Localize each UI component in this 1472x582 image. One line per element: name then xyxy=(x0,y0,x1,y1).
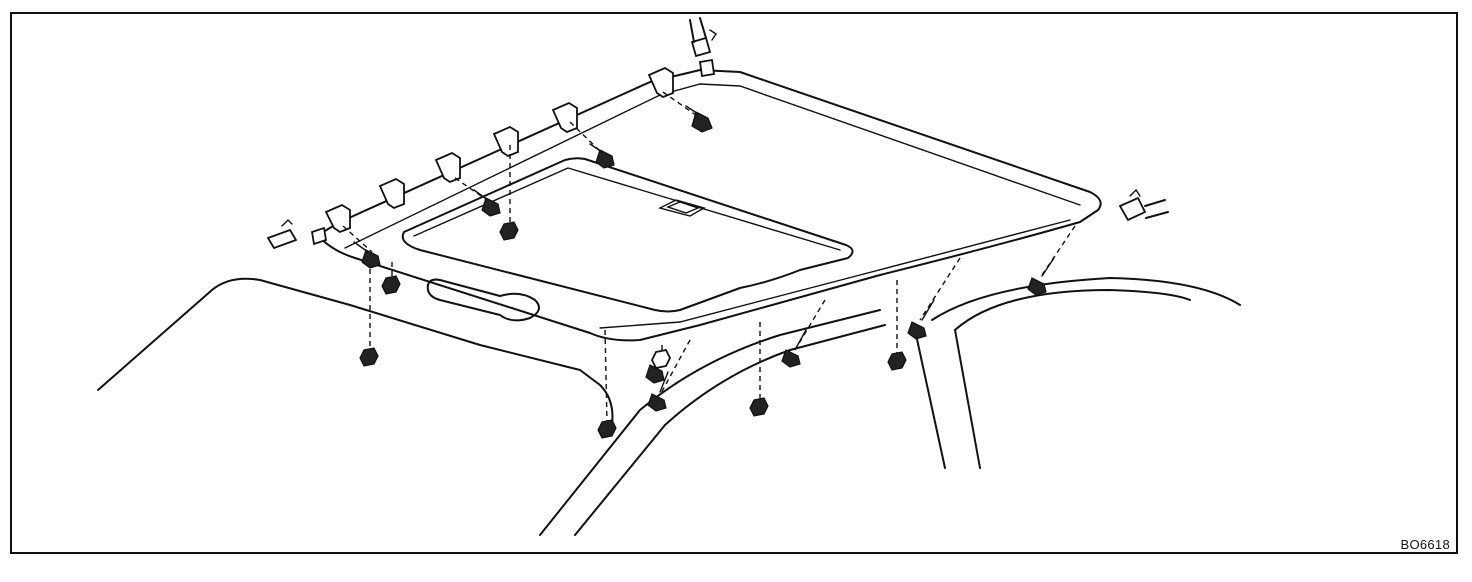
nuts xyxy=(359,221,907,439)
figure-code-label: BO6618 xyxy=(1400,537,1450,552)
door-frame-outline xyxy=(914,277,1241,469)
roof-panel-outline xyxy=(97,277,886,536)
sunroof-glass-opening xyxy=(401,157,854,313)
mounting-brackets xyxy=(324,66,674,234)
drive-motor-assembly xyxy=(426,278,540,322)
drain-connectors xyxy=(266,17,1169,250)
sunroof-housing-frame xyxy=(317,69,1102,342)
bolts xyxy=(353,105,1055,412)
figure-frame xyxy=(10,12,1458,554)
installation-guide-lines xyxy=(342,91,1076,423)
